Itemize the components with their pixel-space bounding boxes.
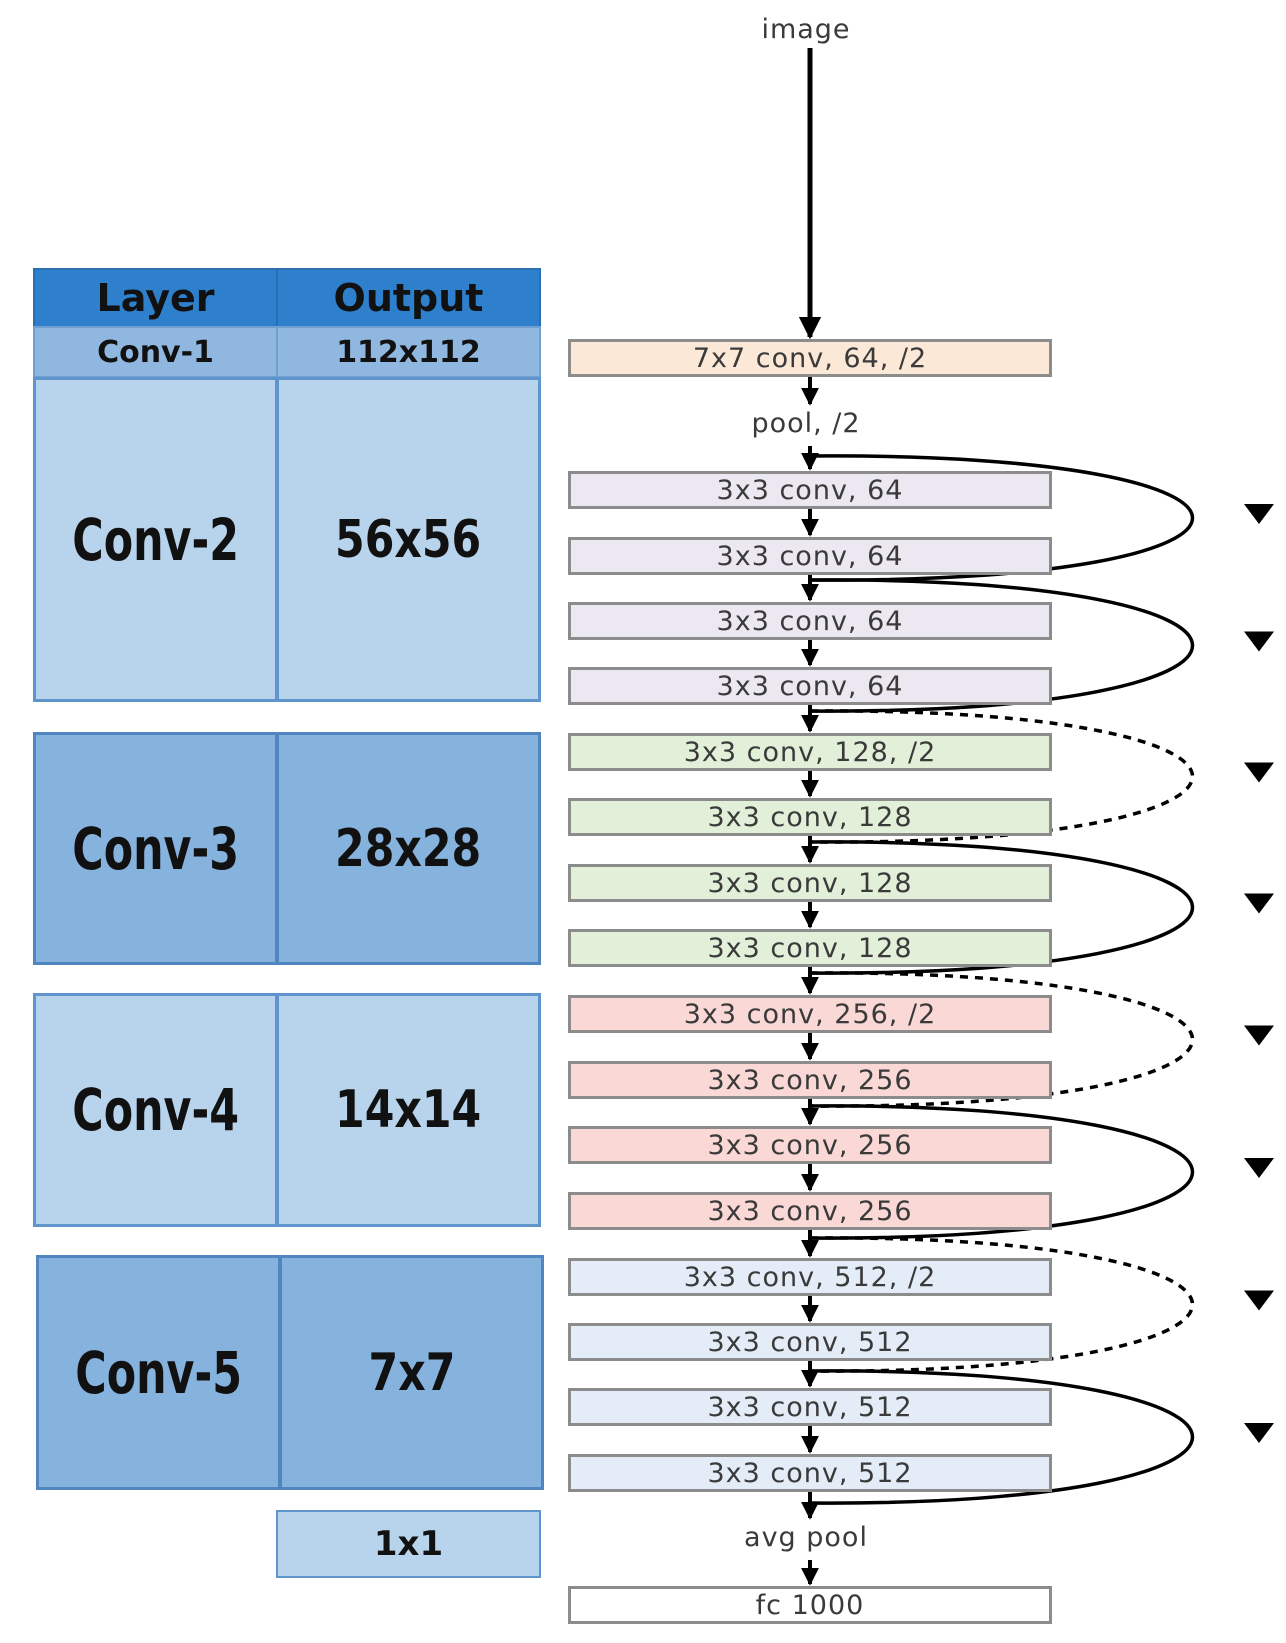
layer-label: 3x3 conv, 256, /2 [683, 998, 937, 1030]
row-conv3-layer: Conv-3 [33, 732, 278, 965]
row-conv1-output: 112x112 [276, 326, 541, 378]
skip-arrowhead [1244, 1025, 1274, 1046]
layer-label: 7x7 conv, 64, /2 [692, 342, 928, 374]
row-conv2-output: 56x56 [276, 377, 541, 702]
layer-label: 3x3 conv, 512, /2 [683, 1261, 937, 1293]
layer-box: 3x3 conv, 64 [568, 667, 1052, 705]
skip-arrowhead [1244, 762, 1274, 783]
layer-label: 3x3 conv, 256 [707, 1129, 913, 1161]
avgpool-label: avg pool [744, 1522, 868, 1553]
conv2-layer-text: Conv-2 [72, 505, 239, 574]
conv3-layer-text: Conv-3 [72, 814, 239, 883]
layer-box: 3x3 conv, 128, /2 [568, 733, 1052, 771]
header-layer-text: Layer [96, 276, 215, 320]
conv1-layer-text: Conv-1 [97, 334, 214, 370]
layer-box: 3x3 conv, 256 [568, 1061, 1052, 1099]
layer-label: fc 1000 [755, 1589, 865, 1621]
skip-arrowhead [1244, 1290, 1274, 1311]
conv4-layer-text: Conv-4 [72, 1076, 239, 1144]
header-layer: Layer [33, 268, 278, 328]
row-conv5-output: 7x7 [279, 1255, 544, 1490]
layer-label: 3x3 conv, 128, /2 [683, 736, 937, 768]
conv5-output-text: 7x7 [368, 1342, 455, 1403]
layer-box: fc 1000 [568, 1586, 1052, 1624]
input-label: image [761, 14, 851, 45]
skip-arrowhead [1244, 1158, 1274, 1178]
layer-label: 3x3 conv, 512 [707, 1457, 913, 1489]
layer-box: 3x3 conv, 256 [568, 1192, 1052, 1230]
skip-arrowhead [1244, 1423, 1274, 1443]
layer-box: 7x7 conv, 64, /2 [568, 339, 1052, 377]
conv2-output-text: 56x56 [335, 509, 482, 570]
conv1-output-text: 112x112 [336, 334, 481, 370]
layer-box: 3x3 conv, 128 [568, 798, 1052, 836]
layer-box: 3x3 conv, 128 [568, 929, 1052, 967]
header-output-text: Output [333, 276, 484, 320]
layer-label: 3x3 conv, 512 [707, 1326, 913, 1358]
row-final-output: 1x1 [276, 1510, 541, 1578]
layer-label: 3x3 conv, 64 [716, 605, 904, 637]
layer-box: 3x3 conv, 512, /2 [568, 1258, 1052, 1296]
skip-arrowhead [1244, 893, 1274, 914]
layer-label: 3x3 conv, 512 [707, 1391, 913, 1423]
layer-label: 3x3 conv, 256 [707, 1064, 913, 1096]
layer-box: 3x3 conv, 256, /2 [568, 995, 1052, 1033]
skip-connection [809, 971, 1194, 1108]
layer-box: 3x3 conv, 512 [568, 1323, 1052, 1361]
layer-box: 3x3 conv, 256 [568, 1126, 1052, 1164]
layer-box: 3x3 conv, 512 [568, 1454, 1052, 1492]
layer-box: 3x3 conv, 64 [568, 602, 1052, 640]
skip-connection [809, 1104, 1194, 1240]
final-output-text: 1x1 [373, 1524, 444, 1564]
layer-box: 3x3 conv, 64 [568, 537, 1052, 575]
skip-arrowhead [1244, 631, 1274, 652]
row-conv4-layer: Conv-4 [33, 993, 278, 1227]
layer-label: 3x3 conv, 64 [716, 474, 904, 506]
layer-label: 3x3 conv, 128 [707, 932, 913, 964]
pool-label: pool, /2 [751, 408, 861, 439]
conv5-layer-text: Conv-5 [75, 1338, 242, 1407]
conv3-output-text: 28x28 [335, 818, 482, 879]
row-conv4-output: 14x14 [276, 993, 541, 1227]
row-conv3-output: 28x28 [276, 732, 541, 965]
layer-label: 3x3 conv, 256 [707, 1195, 913, 1227]
layer-box: 3x3 conv, 64 [568, 471, 1052, 509]
conv4-output-text: 14x14 [335, 1080, 482, 1140]
layer-label: 3x3 conv, 128 [707, 867, 913, 899]
skip-connection [809, 1236, 1194, 1373]
layer-label: 3x3 conv, 128 [707, 801, 913, 833]
layer-box: 3x3 conv, 128 [568, 864, 1052, 902]
skip-arrowhead [1244, 504, 1274, 524]
layer-box: 3x3 conv, 512 [568, 1388, 1052, 1426]
row-conv1-layer: Conv-1 [33, 326, 278, 378]
layer-label: 3x3 conv, 64 [716, 670, 904, 702]
skip-connection [809, 1369, 1194, 1505]
row-conv2-layer: Conv-2 [33, 377, 278, 702]
layer-label: 3x3 conv, 64 [716, 540, 904, 572]
